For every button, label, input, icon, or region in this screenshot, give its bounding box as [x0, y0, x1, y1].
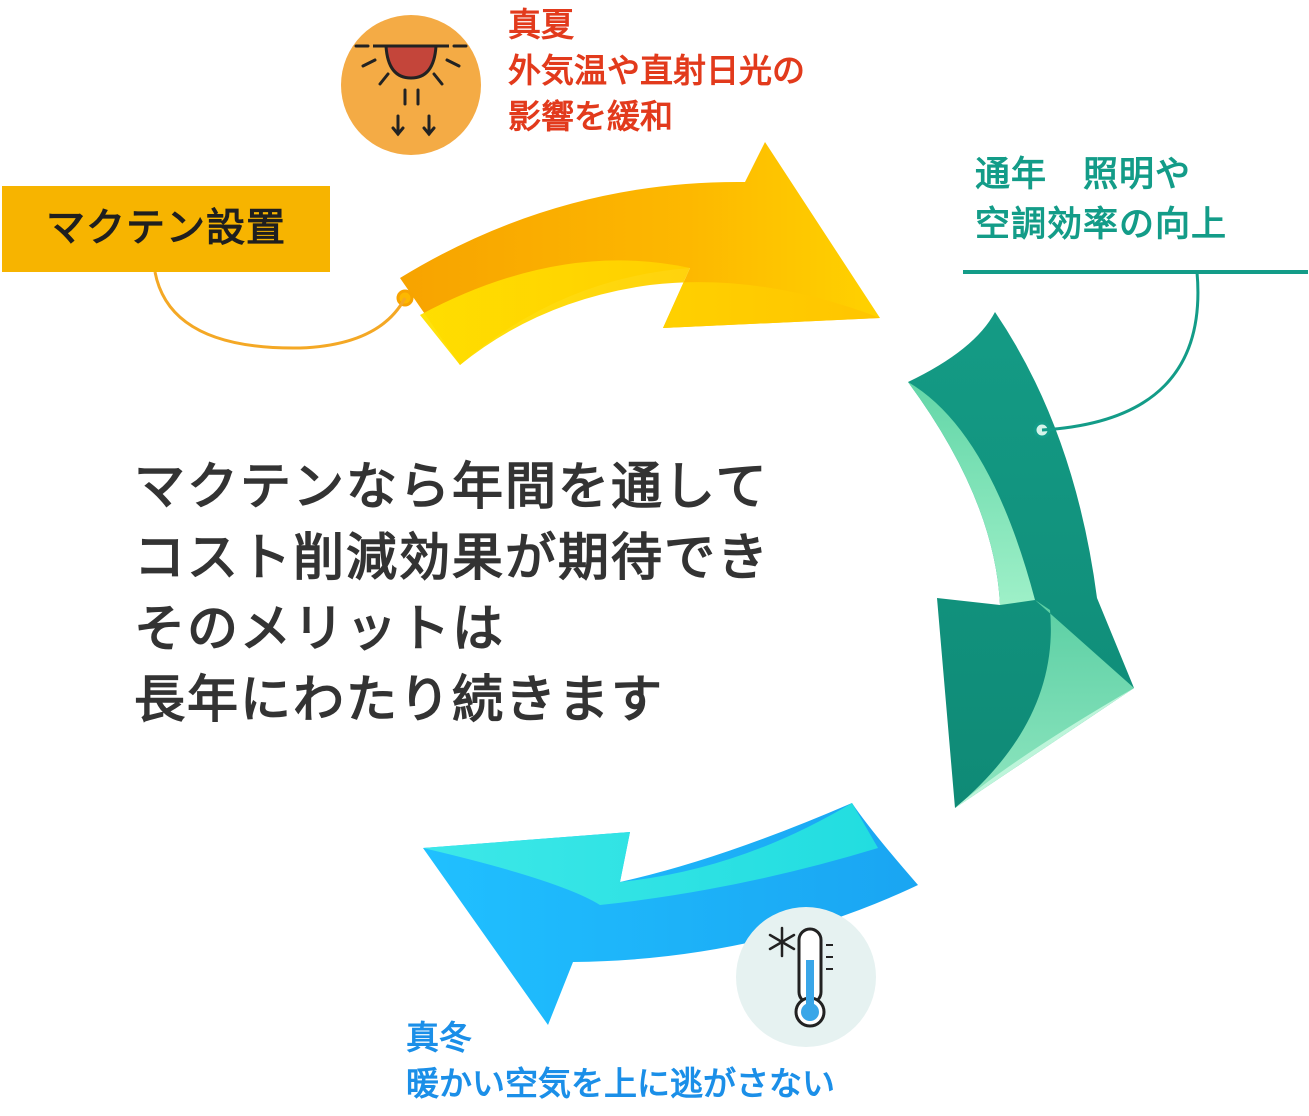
center-line-4: 長年にわたり続きます [134, 671, 665, 730]
year-line-2: 空調効率の向上 [975, 205, 1228, 245]
winter-line-1: 暖かい空気を上に逃がさない [406, 1064, 835, 1103]
install-label: マクテン設置 [2, 186, 330, 272]
summer-line-1: 外気温や直射日光の [508, 51, 805, 90]
summer-caption: 真夏 外気温や直射日光の 影響を緩和 [508, 2, 805, 140]
summer-title: 真夏 [508, 5, 574, 44]
winter-caption: 真冬 暖かい空気を上に逃がさない [406, 1015, 835, 1107]
winter-arrow [423, 803, 918, 1025]
thermometer-snowflake-icon [736, 907, 876, 1047]
year-line-1: 通年 照明や [975, 155, 1192, 195]
year-connector-line [1041, 271, 1200, 432]
center-message: マクテンなら年間を通して コスト削減効果が期待でき そのメリットは 長年にわたり… [134, 452, 770, 736]
winter-title: 真冬 [406, 1018, 472, 1057]
install-connector-line [153, 271, 407, 350]
year-round-arrow [908, 312, 1134, 808]
summer-arrow [396, 142, 880, 365]
center-line-3: そのメリットは [134, 600, 506, 659]
center-line-1: マクテンなら年間を通して [134, 458, 769, 517]
year-round-caption: 通年 照明や 空調効率の向上 [975, 150, 1227, 250]
summer-line-2: 影響を緩和 [508, 97, 673, 136]
sun-icon [341, 15, 481, 155]
center-line-2: コスト削減効果が期待でき [134, 529, 771, 588]
